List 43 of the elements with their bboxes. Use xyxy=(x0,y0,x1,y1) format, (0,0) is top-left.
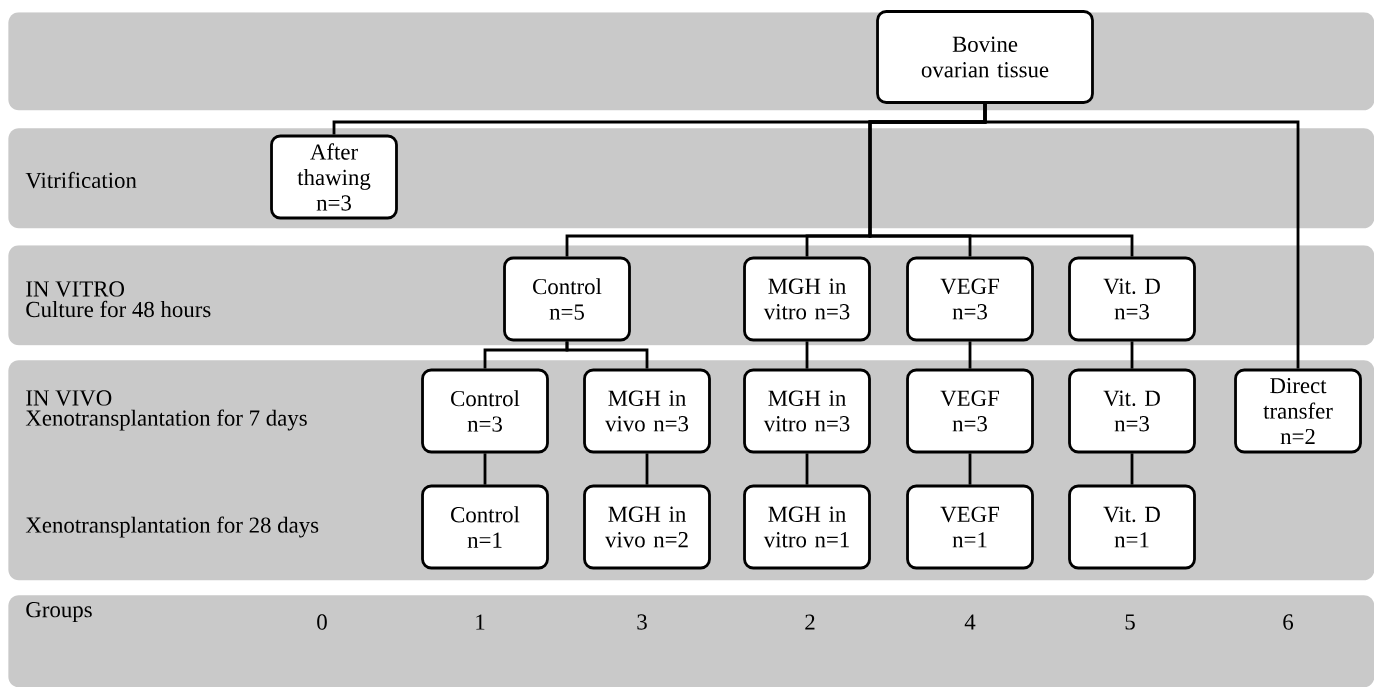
process-box: MGH in vitro n=3 xyxy=(743,256,871,342)
row-band xyxy=(8,595,1374,687)
process-box: Direct transfer n=2 xyxy=(1234,368,1362,454)
process-box: Vit. D n=3 xyxy=(1068,256,1196,342)
process-box: Vit. D n=1 xyxy=(1068,484,1196,570)
group-number: 4 xyxy=(964,614,976,630)
connector-line xyxy=(805,453,809,485)
row-label: IN VIVO xyxy=(26,390,112,406)
process-box: MGH in vivo n=3 xyxy=(583,368,711,454)
process-box: Bovine ovarian tissue xyxy=(876,10,1094,104)
connector-line xyxy=(645,453,649,485)
connector-line xyxy=(968,453,972,485)
group-number: 0 xyxy=(317,614,327,630)
row-label: Groups xyxy=(26,602,92,622)
process-box: After thawing n=3 xyxy=(270,134,398,220)
process-box: MGH in vitro n=3 xyxy=(743,368,871,454)
process-box: VEGF n=1 xyxy=(906,484,1034,570)
row-label: Culture for 48 hours xyxy=(26,300,211,318)
row-label: Xenotransplantation for 28 days xyxy=(25,516,319,538)
group-number: 6 xyxy=(1283,614,1294,630)
row-band xyxy=(8,128,1374,229)
process-box: MGH in vitro n=1 xyxy=(743,484,871,570)
connector-line xyxy=(983,103,1300,369)
group-number: 2 xyxy=(805,614,815,630)
connector-line xyxy=(483,453,487,485)
connector-line xyxy=(968,341,972,369)
process-box: VEGF n=3 xyxy=(906,256,1034,342)
connector-line xyxy=(565,341,649,369)
connector-line xyxy=(1130,453,1134,485)
process-box: Vit. D n=3 xyxy=(1068,368,1196,454)
row-label: Xenotransplantation for 7 days xyxy=(25,409,307,431)
group-number: 3 xyxy=(637,614,647,630)
group-number: 1 xyxy=(476,614,485,630)
process-box: MGH in vivo n=2 xyxy=(583,484,711,570)
process-box: VEGF n=3 xyxy=(906,368,1034,454)
row-label: Vitrification xyxy=(25,171,137,189)
process-box: Control n=5 xyxy=(503,256,631,342)
process-box: Control n=3 xyxy=(421,368,549,454)
process-box: Control n=1 xyxy=(421,484,549,570)
group-number: 5 xyxy=(1125,614,1135,630)
connector-line xyxy=(1130,341,1134,369)
row-label: IN VITRO xyxy=(26,281,124,297)
connector-line xyxy=(805,341,809,369)
